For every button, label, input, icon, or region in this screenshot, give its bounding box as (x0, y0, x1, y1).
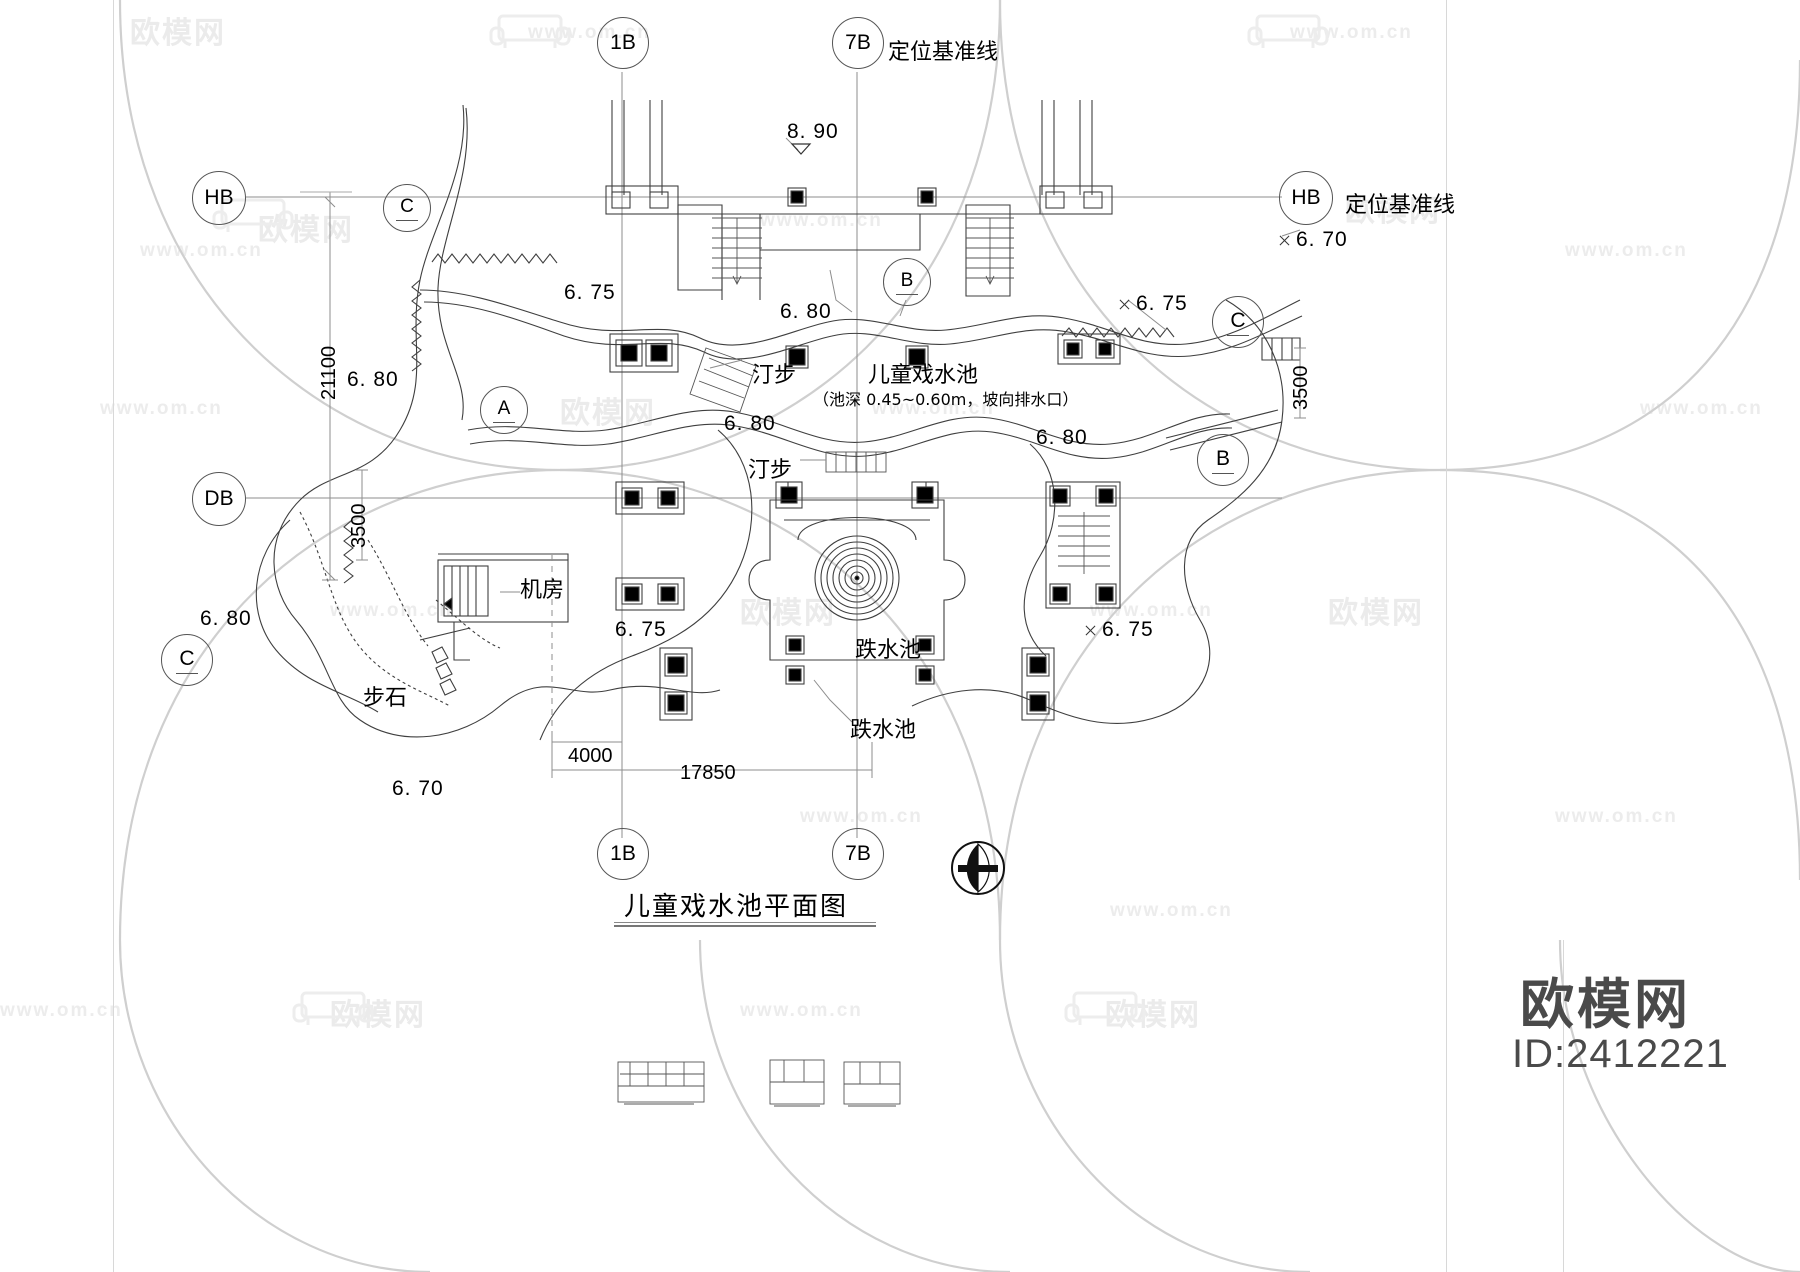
bubble-divider (1212, 472, 1234, 474)
dimension-4000: 4000 (568, 745, 613, 767)
sheet-frame-brand (1563, 940, 1564, 1272)
elevation-triangle-icon (790, 143, 812, 155)
elevation-value: 6. 70 (392, 777, 444, 800)
grid-bubble-label: 1B (610, 31, 636, 54)
grid-bubble-label: 1B (610, 842, 636, 865)
annotation-stepping-stones-2: 汀步 (748, 458, 793, 483)
grid-bubble-c-left[interactable]: C (161, 634, 213, 686)
grid-bubble-1b-top[interactable]: 1B (597, 17, 649, 69)
elevation-value: 6. 75 (615, 618, 667, 641)
grid-bubble-label: HB (204, 186, 234, 209)
section-bubble-c[interactable]: C (383, 184, 431, 232)
grid-bubble-label: B (900, 269, 914, 291)
annotation-cascade-pool-2: 跌水池 (850, 718, 917, 743)
grid-bubble-label: 7B (845, 31, 871, 54)
grid-bubble-7b-top[interactable]: 7B (832, 17, 884, 69)
baseline-label-right: 定位基准线 (1345, 193, 1456, 218)
annotation-pool-depth-note: （池深 0.45~0.60m，坡向排水口） (813, 390, 1079, 409)
grid-bubble-1b-bottom[interactable]: 1B (597, 828, 649, 880)
annotation-machine-room: 机房 (520, 578, 565, 603)
title-underline (614, 922, 876, 923)
section-bubble-a[interactable]: A (480, 386, 528, 434)
title-underline-2 (614, 925, 876, 927)
sheet-frame-left (113, 0, 114, 1272)
elevation-value: 6. 80 (200, 607, 252, 630)
grid-bubble-label: C (1230, 308, 1246, 332)
bubble-divider (896, 293, 918, 295)
bubble-divider (176, 672, 198, 674)
bubble-divider (1227, 334, 1249, 336)
grid-bubble-label: DB (204, 487, 234, 510)
baseline-label-top: 定位基准线 (888, 40, 999, 65)
elevation-value: 6. 80 (724, 412, 776, 435)
annotation-stepping-stone: 步石 (363, 686, 408, 711)
grid-bubble-label: A (497, 397, 511, 419)
dimension-17850: 17850 (680, 762, 736, 784)
elevation-value: 6. 75 (564, 281, 616, 304)
grid-bubble-hb-left[interactable]: HB (192, 171, 246, 225)
bubble-divider (493, 421, 515, 423)
grid-bubble-db-left[interactable]: DB (192, 472, 246, 526)
elevation-value: 6. 80 (347, 368, 399, 391)
elevation-value: 6. 75 (1136, 292, 1188, 315)
brand-id: ID:2412221 (1512, 1032, 1729, 1076)
grid-bubble-b-right[interactable]: B (1197, 434, 1249, 486)
bubble-divider (396, 219, 418, 221)
sheet-frame-right (1446, 0, 1447, 1272)
drawing-title: 儿童戏水池平面图 (624, 892, 849, 922)
brand-logo: 欧模网 (1520, 973, 1691, 1036)
grid-bubble-hb-right[interactable]: HB (1279, 171, 1333, 225)
annotation-children-pool: 儿童戏水池 (868, 363, 979, 388)
north-arrow-icon (951, 841, 1005, 895)
grid-bubble-label: B (1215, 446, 1230, 470)
annotation-stepping-stones-1: 汀步 (752, 363, 797, 388)
section-bubble-b[interactable]: B (883, 258, 931, 306)
grid-bubble-label: HB (1291, 186, 1321, 209)
grid-bubble-label: C (179, 646, 195, 670)
elevation-value: 8. 90 (787, 120, 839, 143)
elevation-value: 6. 80 (780, 300, 832, 323)
elevation-value: 6. 75 (1102, 618, 1154, 641)
elevation-value: 6. 80 (1036, 426, 1088, 449)
grid-bubble-label: 7B (845, 842, 871, 865)
grid-bubble-c-right[interactable]: C (1212, 296, 1264, 348)
grid-bubble-label: C (400, 195, 414, 217)
annotation-cascade-pool-1: 跌水池 (855, 638, 922, 663)
grid-bubble-7b-bottom[interactable]: 7B (832, 828, 884, 880)
elevation-value: 6. 70 (1296, 228, 1348, 251)
